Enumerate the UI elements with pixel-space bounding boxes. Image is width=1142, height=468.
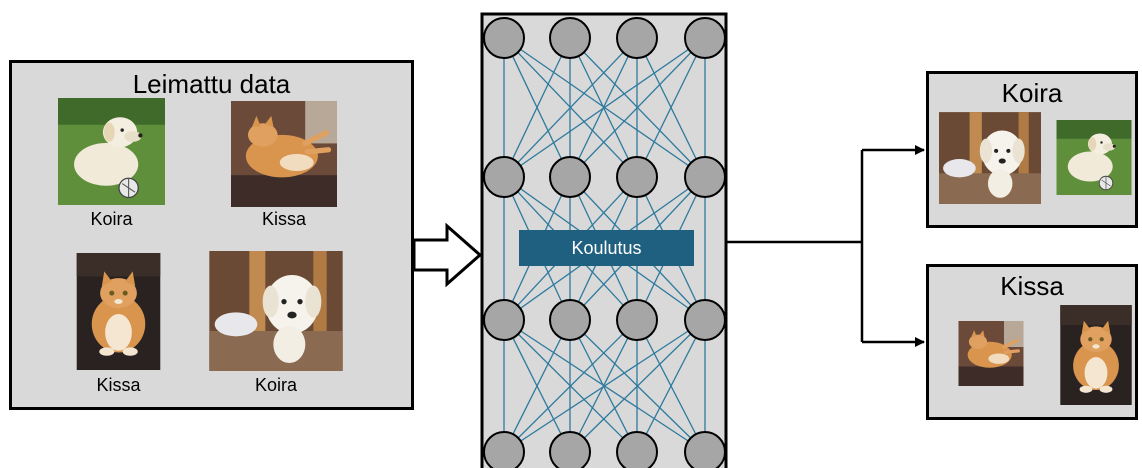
network-node (616, 299, 658, 341)
network-node (684, 156, 726, 198)
network-node (549, 156, 591, 198)
network-node (483, 17, 525, 59)
output-dog-title: Koira (1001, 78, 1063, 108)
network-edge (636, 37, 706, 178)
network-edge (503, 319, 638, 453)
network-edge (503, 37, 638, 178)
network-edge (503, 319, 571, 453)
network-edge (503, 37, 706, 178)
network-node (549, 299, 591, 341)
network-node (684, 299, 726, 341)
output-cat-title: Kissa (1000, 271, 1064, 301)
training-label: Koulutus (519, 230, 694, 266)
output-dog-panel: Koira (926, 71, 1138, 228)
cat-photo (944, 321, 1038, 386)
network-node (549, 431, 591, 468)
photo-caption: Koira (254, 375, 298, 395)
output-cat-panel: Kissa (926, 264, 1138, 420)
network-edge (503, 37, 571, 178)
network-edge (503, 319, 706, 453)
photo-caption: Koira (90, 209, 133, 229)
network-node (483, 156, 525, 198)
network-node (483, 431, 525, 468)
network-edge (569, 37, 706, 178)
dog-photo (1049, 120, 1139, 195)
network-node (616, 156, 658, 198)
network-node (684, 17, 726, 59)
network-node (616, 431, 658, 468)
labeled-data-panel: Leimattu data Koira Kissa Kissa Koira (9, 60, 414, 410)
dog-photo (939, 112, 1041, 204)
network-node (684, 431, 726, 468)
labeled-data-title: Leimattu data (132, 69, 291, 99)
cat-photo (1060, 305, 1132, 405)
photo-caption: Kissa (96, 375, 141, 395)
network-edge (636, 319, 706, 453)
network-node (483, 299, 525, 341)
network-node (616, 17, 658, 59)
photo-caption: Kissa (261, 209, 306, 229)
network-edge (569, 319, 706, 453)
network-node (549, 17, 591, 59)
